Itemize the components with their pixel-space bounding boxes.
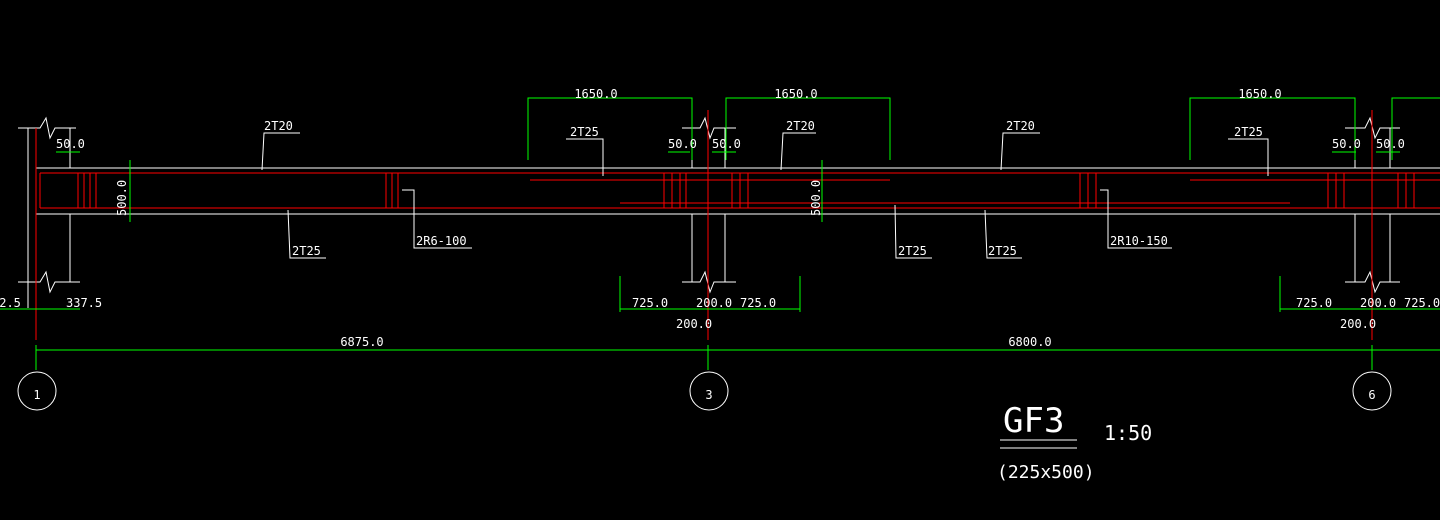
dim-725-a: 725.0	[632, 296, 668, 310]
dimension-text: 1650.0 1650.0 1650.0 50.0 50.0 50.0 50.0…	[0, 87, 1440, 349]
dim-725-b: 725.0	[740, 296, 776, 310]
dim-depth-a: 500.0	[115, 180, 129, 216]
dim-337-5: 337.5	[66, 296, 102, 310]
stirrup-group	[77, 173, 1415, 208]
span-6875: 6875.0	[340, 335, 383, 349]
stirrup-label-a: 2R6-100	[416, 234, 467, 248]
beam-outline	[36, 167, 1440, 215]
leaders	[261, 132, 1269, 259]
dim-200-c: 200.0	[1360, 296, 1396, 310]
rebar-top-c: 2T20	[786, 119, 815, 133]
rebar-top-b: 2T25	[570, 125, 599, 139]
grid-bubbles: 1 3 6	[17, 371, 1392, 411]
dim-50-a: 50.0	[56, 137, 85, 151]
dim-200-b: 200.0	[676, 317, 712, 331]
drawing-section-size: (225x500)	[997, 462, 1095, 483]
grid-label-6: 6	[1368, 388, 1375, 402]
rebar-text: 2T20 2T25 2T20 2T20 2T25 2T25 2T25 2T25 …	[264, 119, 1263, 258]
rebar-top-e: 2T25	[1234, 125, 1263, 139]
dim-50-c: 50.0	[712, 137, 741, 151]
dim-725-d: 725.0	[1404, 296, 1440, 310]
dim-62-5: 62.5	[0, 296, 21, 310]
dim-725-c: 725.0	[1296, 296, 1332, 310]
span-6800: 6800.0	[1008, 335, 1051, 349]
dim-top-1650-a: 1650.0	[574, 87, 617, 101]
dim-depth-b: 500.0	[809, 180, 823, 216]
dim-top-1650-b: 1650.0	[774, 87, 817, 101]
dim-50-e: 50.0	[1376, 137, 1405, 151]
grid-label-3: 3	[705, 388, 712, 402]
drawing-scale: 1:50	[1104, 421, 1152, 445]
rebar-bottom-b: 2T25	[898, 244, 927, 258]
rebar-lines	[35, 110, 1440, 340]
rebar-bottom-a: 2T25	[292, 244, 321, 258]
dim-200-d: 200.0	[1340, 317, 1376, 331]
dim-200-a: 200.0	[696, 296, 732, 310]
title-block: GF3 1:50 (225x500)	[997, 401, 1152, 483]
rebar-bottom-c: 2T25	[988, 244, 1017, 258]
dim-50-b: 50.0	[668, 137, 697, 151]
grid-label-1: 1	[33, 388, 40, 402]
drawing-title: GF3	[1003, 401, 1064, 441]
rebar-top-d: 2T20	[1006, 119, 1035, 133]
column-outlines	[18, 116, 1400, 308]
dim-50-d: 50.0	[1332, 137, 1361, 151]
rebar-top-a: 2T20	[264, 119, 293, 133]
dimension-lines	[0, 97, 1440, 370]
stirrup-label-b: 2R10-150	[1110, 234, 1168, 248]
dim-top-1650-c: 1650.0	[1238, 87, 1281, 101]
